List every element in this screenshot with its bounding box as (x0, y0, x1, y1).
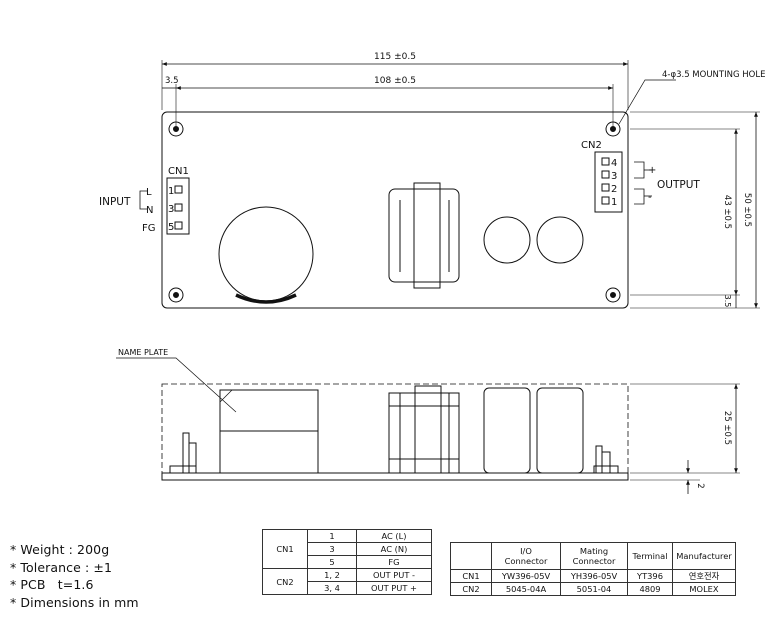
table-cell: 연호전자 (672, 569, 736, 583)
table-cell: YH396-05V (560, 569, 628, 583)
cn2-connector (594, 151, 623, 213)
dim-height-holes: 43 ±0.5 (722, 195, 732, 229)
pin-cell: 1 (307, 529, 357, 543)
cn2-label: CN2 (581, 140, 602, 151)
cn1-pin-1: 1 (168, 186, 174, 197)
spec-tolerance: * Tolerance : ±1 (10, 559, 113, 575)
dim-height-overall: 50 ±0.5 (742, 193, 752, 227)
signal-cell: AC (L) (356, 529, 432, 543)
header-cell (450, 542, 492, 570)
pin-fg-label: FG (142, 223, 156, 234)
cn1-label: CN1 (168, 166, 189, 177)
output-capacitor-1 (483, 216, 531, 264)
name-plate-component (219, 389, 319, 474)
dim-pcb-thickness: 2 (695, 483, 705, 488)
signal-cell: OUT PUT - (356, 568, 432, 582)
output-label: OUTPUT (657, 179, 700, 191)
capacitor (218, 206, 314, 302)
pin-table-cn2: CN2 (262, 568, 308, 595)
pin-assignment-table: CN1 1 AC (L) 3 AC (N) 5 FG CN2 1, 2 OUT … (262, 529, 432, 595)
mechanical-drawing: 115 ±0.5 108 ±0.5 3.5 4-φ3.5 MOUNTING HO… (99, 52, 765, 494)
spec-list: * Weight : 200g * Tolerance : ±1 * PCB t… (10, 541, 139, 611)
signal-cell: AC (N) (356, 542, 432, 556)
pcb-outline (161, 111, 629, 309)
spec-weight: * Weight : 200g (10, 542, 110, 557)
cn2-pin-2: 2 (611, 184, 617, 195)
pin-cell: 5 (307, 555, 357, 569)
dim-side-height: 25 ±0.5 (722, 411, 732, 445)
header-cell: Mating Connector (560, 542, 628, 570)
dim-hole-offset: 3.5 (165, 76, 179, 86)
output-capacitor-2 (536, 216, 584, 264)
cn2-pin-1: 1 (611, 197, 617, 208)
header-cell: I/O Connector (491, 542, 561, 570)
spec-dimensions: * Dimensions in mm (10, 594, 139, 610)
pin-table-cn1: CN1 (262, 529, 308, 569)
spec-pcb: * PCB t=1.6 (10, 577, 94, 592)
table-cell: 4809 (627, 582, 673, 596)
side-view (116, 357, 740, 494)
cn1-pin-3: 3 (168, 204, 174, 215)
pin-cell: 3 (307, 542, 357, 556)
side-pcb (161, 472, 629, 481)
table-cell: YW396-05V (491, 569, 561, 583)
connector-table: I/O Connector Mating Connector Terminal … (450, 542, 736, 596)
dim-width-holes: 108 ±0.5 (374, 76, 416, 86)
cn1-pin-5: 5 (168, 222, 174, 233)
pin-cell: 3, 4 (307, 581, 357, 595)
pin-n-label: N (146, 205, 153, 216)
table-cell: CN1 (450, 569, 492, 583)
table-cell: CN2 (450, 582, 492, 596)
table-cell: YT396 (627, 569, 673, 583)
cn2-pin-3: 3 (611, 171, 617, 182)
table-cell: MOLEX (672, 582, 736, 596)
table-cell: 5051-04 (560, 582, 628, 596)
top-view (139, 60, 760, 309)
header-cell: Terminal (627, 542, 673, 570)
cn1-connector (166, 177, 190, 235)
signal-cell: FG (356, 555, 432, 569)
dim-width-overall: 115 ±0.5 (374, 52, 416, 62)
plus-sign: + (648, 165, 656, 176)
dim-hole-offset-bottom: 3.5 (723, 295, 732, 308)
mounting-hole-label: 4-φ3.5 MOUNTING HOLE (662, 70, 765, 80)
header-cell: Manufacturer (672, 542, 736, 570)
mounting-holes (168, 121, 621, 303)
transformer (388, 182, 460, 289)
table-cell: 5045-04A (491, 582, 561, 596)
cn2-pin-4: 4 (611, 158, 617, 169)
input-label: INPUT (99, 196, 131, 208)
signal-cell: OUT PUT + (356, 581, 432, 595)
pin-l-label: L (146, 187, 152, 198)
minus-sign: - (648, 192, 652, 203)
pin-cell: 1, 2 (307, 568, 357, 582)
name-plate-label: NAME PLATE (118, 348, 168, 357)
